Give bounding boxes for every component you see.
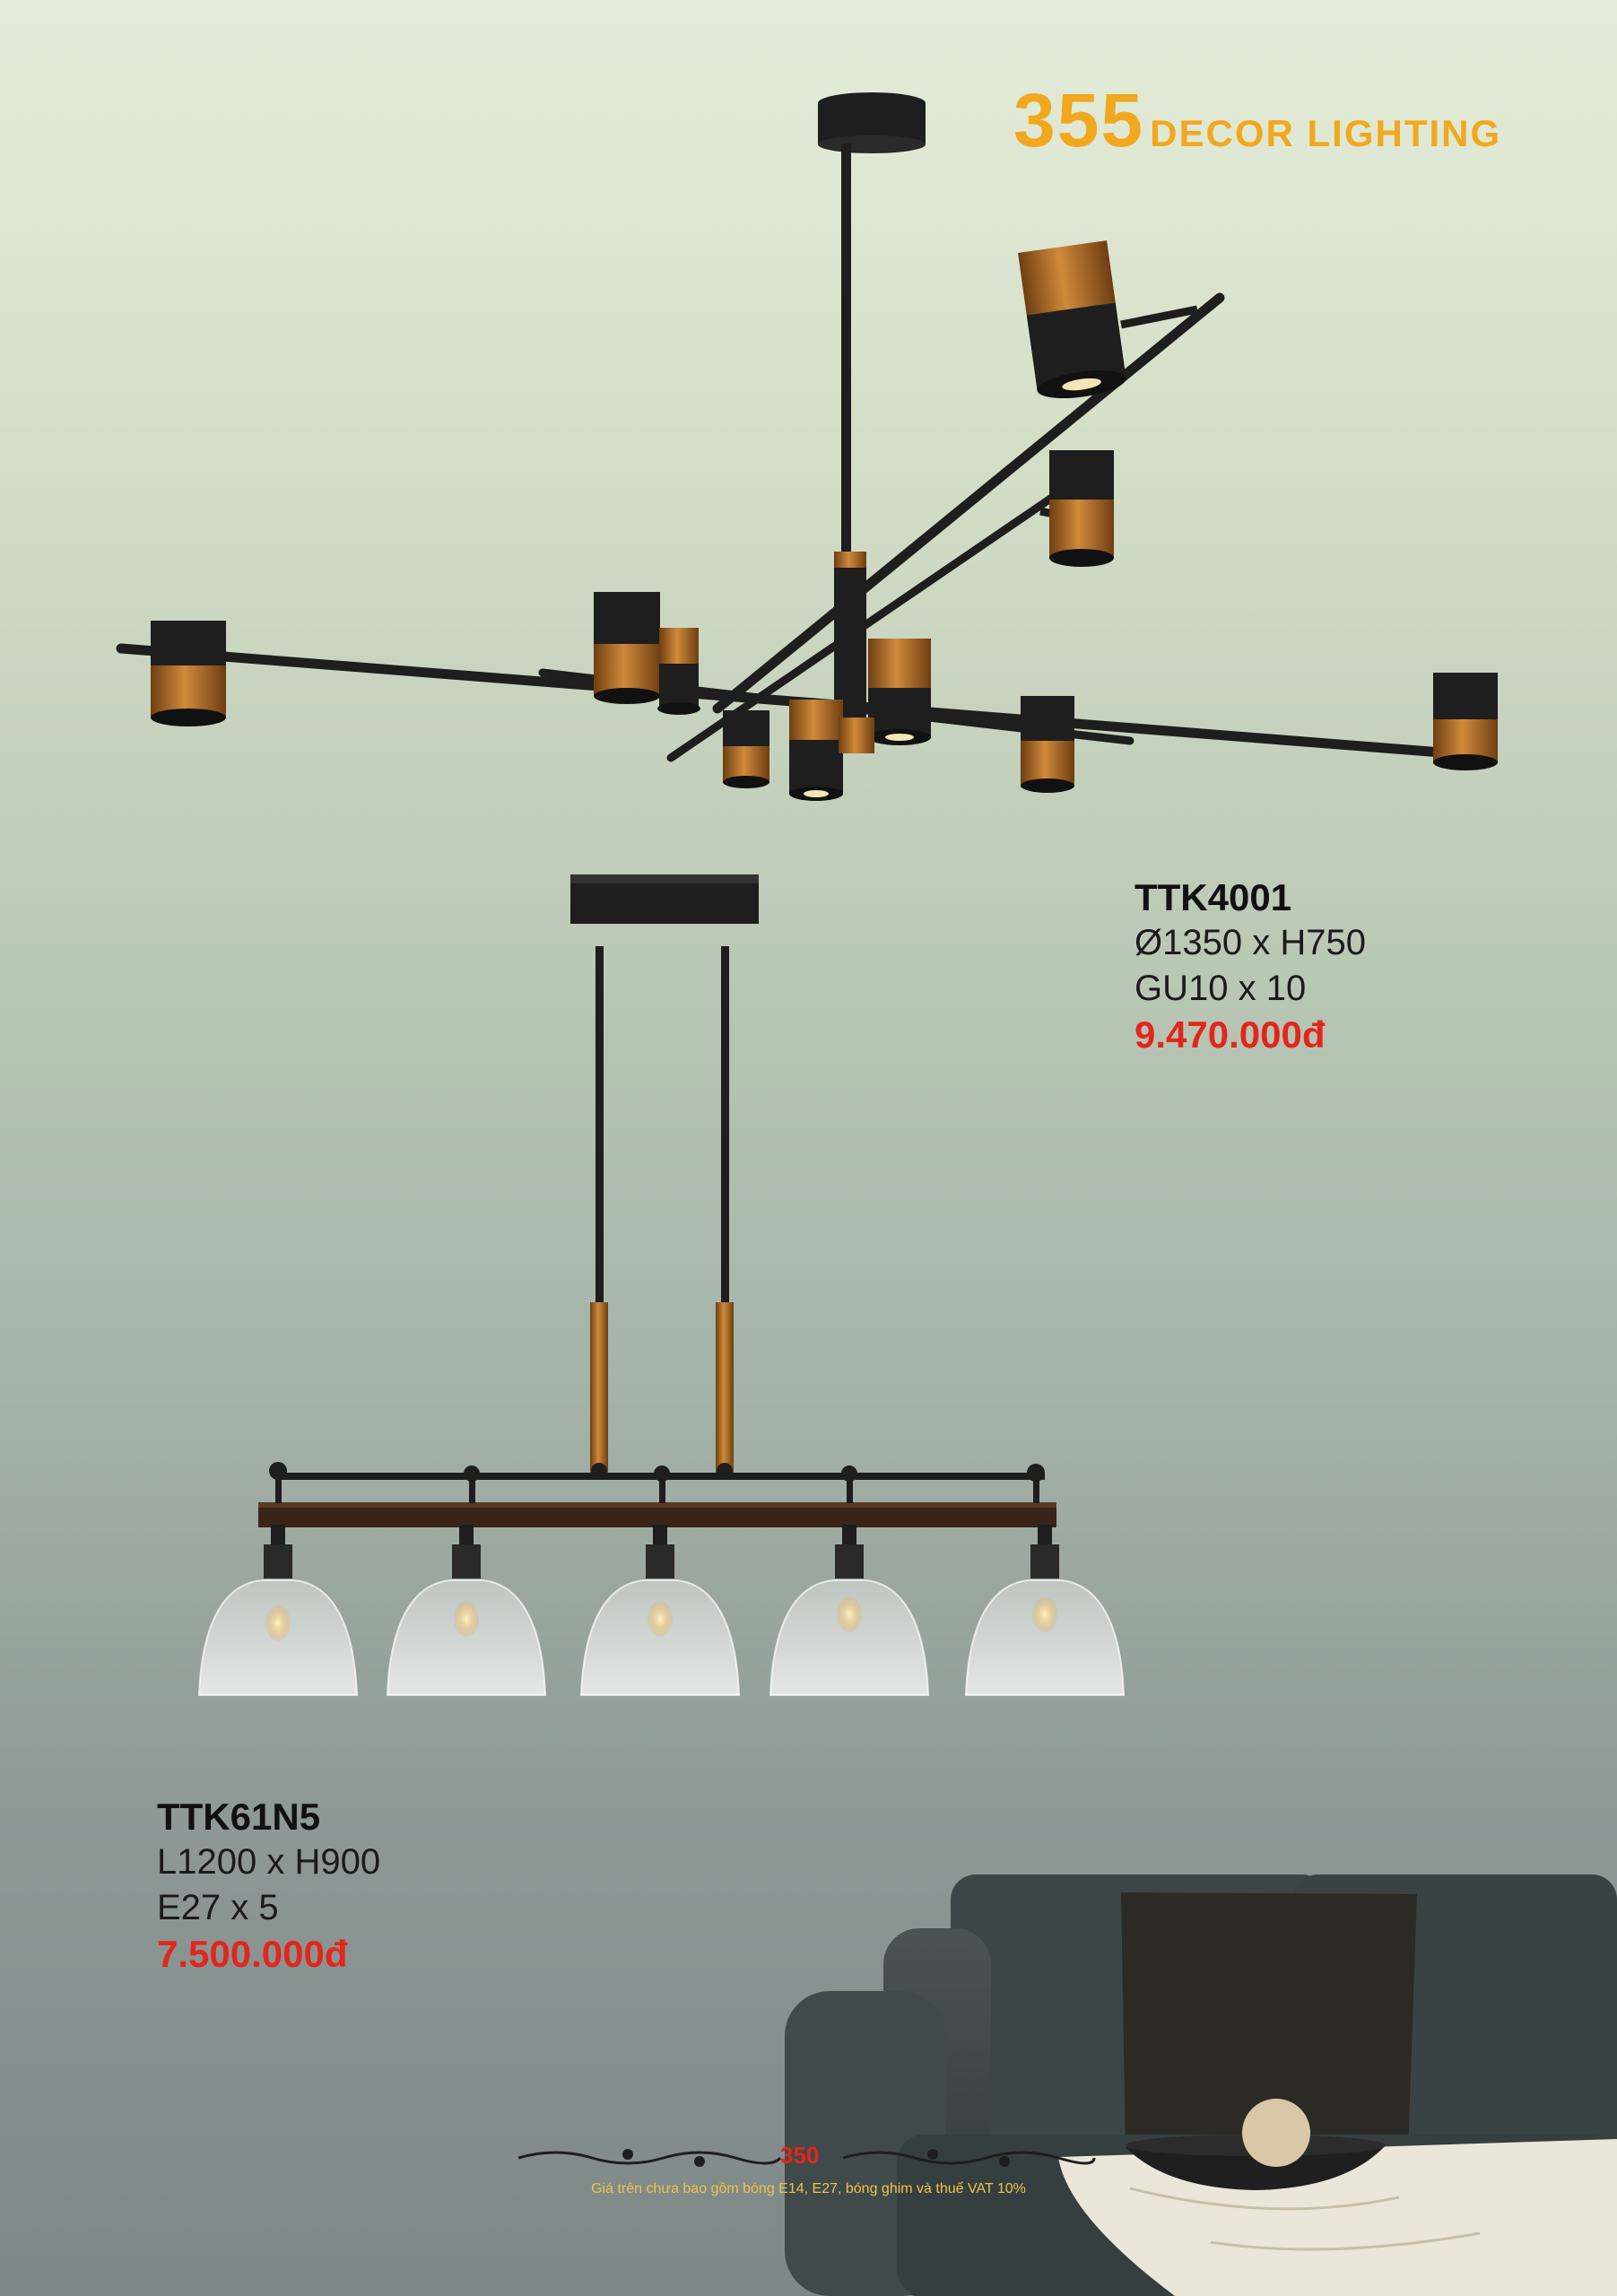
product-dimensions: Ø1350 x H750	[1135, 923, 1366, 962]
product-price: 7.500.000đ	[157, 1933, 348, 1975]
price-note: Giá trên chưa bao gồm bóng E14, E27, bón…	[591, 2181, 1026, 2196]
product-bulbs: GU10 x 10	[1135, 969, 1307, 1008]
brand-name: DECOR LIGHTING	[1150, 112, 1502, 154]
product-price: 9.470.000đ	[1135, 1013, 1326, 1056]
product-code: TTK4001	[1135, 876, 1292, 918]
page-number: 350	[780, 2142, 820, 2169]
product-dimensions: L1200 x H900	[157, 1842, 381, 1882]
chandelier-image	[116, 92, 1498, 801]
sofa-image	[785, 1874, 1617, 2296]
product-info-2: TTK61N5 L1200 x H900 E27 x 5 7.500.000đ	[157, 1794, 380, 1977]
product-info-1: TTK4001 Ø1350 x H750 GU10 x 10 9.470.000…	[1135, 874, 1366, 1057]
brand-number: 355	[1013, 78, 1145, 162]
product-bulbs: E27 x 5	[157, 1888, 279, 1927]
product-code: TTK61N5	[157, 1796, 321, 1838]
pendant-image	[197, 874, 1126, 1696]
ornament-icon	[517, 2149, 1096, 2167]
